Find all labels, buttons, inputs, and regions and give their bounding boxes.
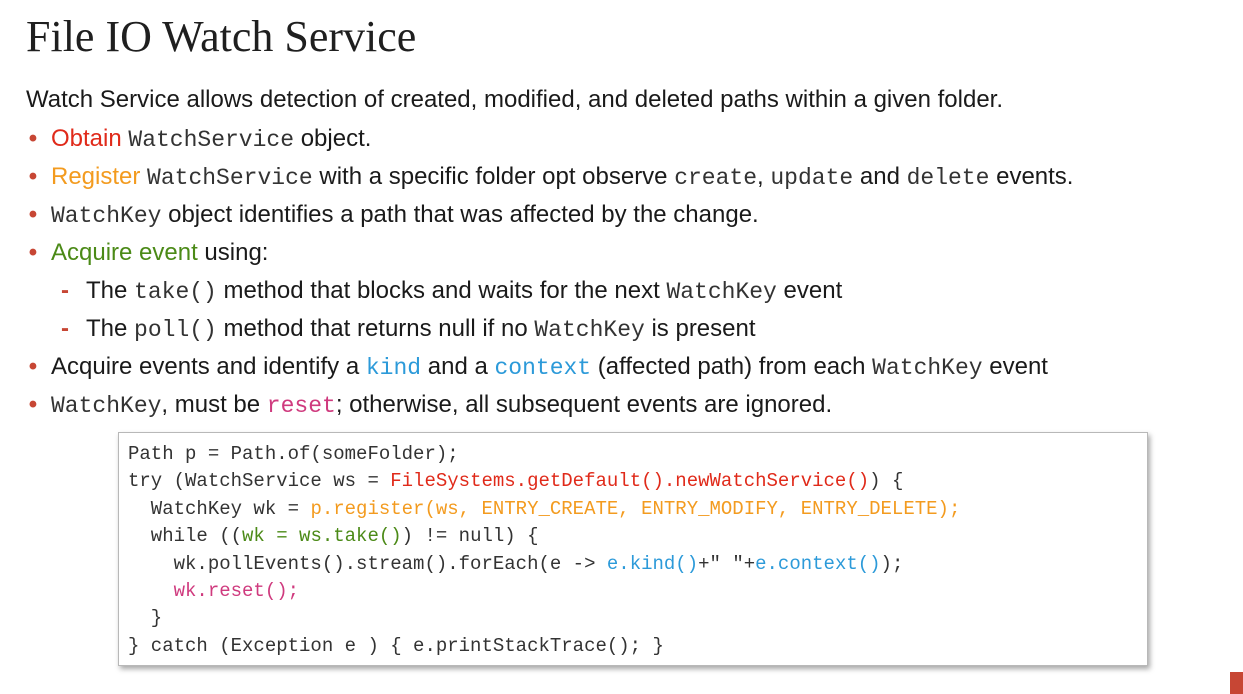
code-line: wk.reset(); [128, 578, 1147, 605]
intro-text: Watch Service allows detection of create… [26, 86, 1004, 113]
code-line: try (WatchService ws = FileSystems.getDe… [128, 468, 1147, 495]
inline-code: WatchKey [51, 393, 162, 419]
text-run: (affected path) from each [591, 353, 873, 380]
inline-code: WatchKey [666, 279, 777, 305]
inline-code: take() [134, 279, 217, 305]
bullet-marker: • [28, 163, 38, 190]
text-run: The [86, 277, 135, 304]
sub-bullet-item: -The poll() method that returns null if … [26, 310, 1236, 348]
code-line: wk.pollEvents().stream().forEach(e -> e.… [128, 551, 1147, 578]
sub-bullet-item: -The take() method that blocks and waits… [26, 272, 1236, 310]
inline-code: update [770, 165, 854, 191]
text-run: and [853, 163, 907, 190]
inline-code: WatchKey [534, 317, 645, 343]
code-line: WatchKey wk = p.register(ws, ENTRY_CREAT… [128, 496, 1147, 523]
bullet-item: • WatchKey object identifies a path that … [26, 196, 1236, 234]
text-run: events. [989, 163, 1074, 190]
inline-code: WatchKey [51, 203, 162, 229]
accent-bar [1230, 672, 1243, 694]
inline-code: context [494, 355, 592, 381]
code-line: while ((wk = ws.take()) != null) { [128, 523, 1147, 550]
dash-marker: - [61, 315, 69, 342]
inline-code: WatchKey [872, 355, 983, 381]
text-run: ) { [869, 470, 904, 493]
text-run: ); [880, 552, 904, 575]
text-run: is present [644, 315, 756, 342]
text-run: } [128, 607, 163, 630]
inline-code: create [674, 165, 758, 191]
bullet-list: • Obtain WatchService object. • Register Wa… [26, 120, 1236, 424]
text-run: using: [197, 239, 269, 266]
bullet-item: • Acquire events and identify a kind and … [26, 348, 1236, 386]
slide-title: File IO Watch Service [26, 12, 417, 61]
dash-marker: - [61, 277, 69, 304]
text-run: with a specific folder opt observe [312, 163, 675, 190]
inline-code: kind [365, 355, 422, 381]
bullet-marker: • [28, 391, 38, 418]
text-run: Obtain [51, 125, 122, 152]
text-run: ; otherwise, all subsequent events are i… [335, 391, 833, 418]
bullet-item: • Register WatchService with a specific f… [26, 158, 1236, 196]
text-run: } catch (Exception e ) { e.printStackTra… [128, 634, 664, 657]
text-run: , must be [161, 391, 267, 418]
text-run: Acquire events and identify a [51, 353, 366, 380]
text-run: wk.pollEvents().stream().forEach(e -> [128, 552, 607, 575]
text-run: wk.reset(); [173, 579, 300, 602]
text-run: e.kind() [606, 552, 699, 575]
code-snippet: Path p = Path.of(someFolder); try (WatchS… [118, 432, 1148, 666]
text-run: event [776, 277, 843, 304]
text-run: try (WatchService ws = [128, 470, 391, 493]
text-run: Path p = Path.of(someFolder); [128, 443, 459, 465]
inline-code: WatchService [147, 165, 313, 191]
text-run: object. [294, 125, 372, 152]
code-line: } [128, 605, 1147, 632]
inline-code: poll() [134, 317, 217, 343]
text-run: object identifies a path that was affect… [161, 201, 759, 228]
code-line: } catch (Exception e ) { e.printStackTra… [128, 633, 1147, 660]
bullet-marker: • [28, 125, 38, 152]
bullet-item: • Acquire event using: [26, 234, 1236, 272]
bullet-item: • Obtain WatchService object. [26, 120, 1236, 158]
text-run: +" "+ [698, 552, 756, 575]
text-run: , [757, 163, 771, 190]
inline-code: WatchService [128, 127, 295, 153]
text-run: while (( [128, 525, 243, 548]
text-run: method that blocks and waits for the nex… [216, 277, 667, 304]
text-run: The [86, 315, 135, 342]
inline-code: reset [266, 393, 336, 419]
inline-code: delete [906, 165, 990, 191]
text-run: method that returns null if no [216, 315, 535, 342]
text-run: ) != null) { [401, 525, 539, 548]
bullet-marker: • [28, 353, 38, 380]
text-run: e.context() [755, 552, 881, 575]
text-run: Register [51, 163, 141, 190]
text-run: wk = ws.take() [242, 525, 402, 548]
text-run: WatchKey wk = [128, 497, 311, 520]
text-run: Acquire event [51, 239, 198, 266]
bullet-marker: • [28, 239, 38, 266]
text-run: p.register(ws, ENTRY_CREATE, ENTRY_MODIF… [310, 497, 961, 520]
text-run [128, 580, 174, 602]
bullet-item: • WatchKey, must be reset; otherwise, all… [26, 386, 1236, 424]
code-line: Path p = Path.of(someFolder); [128, 441, 1147, 468]
bullet-marker: • [28, 201, 38, 228]
text-run: FileSystems.getDefault().newWatchService… [390, 470, 870, 493]
text-run: event [982, 353, 1048, 380]
text-run: and a [421, 353, 495, 380]
